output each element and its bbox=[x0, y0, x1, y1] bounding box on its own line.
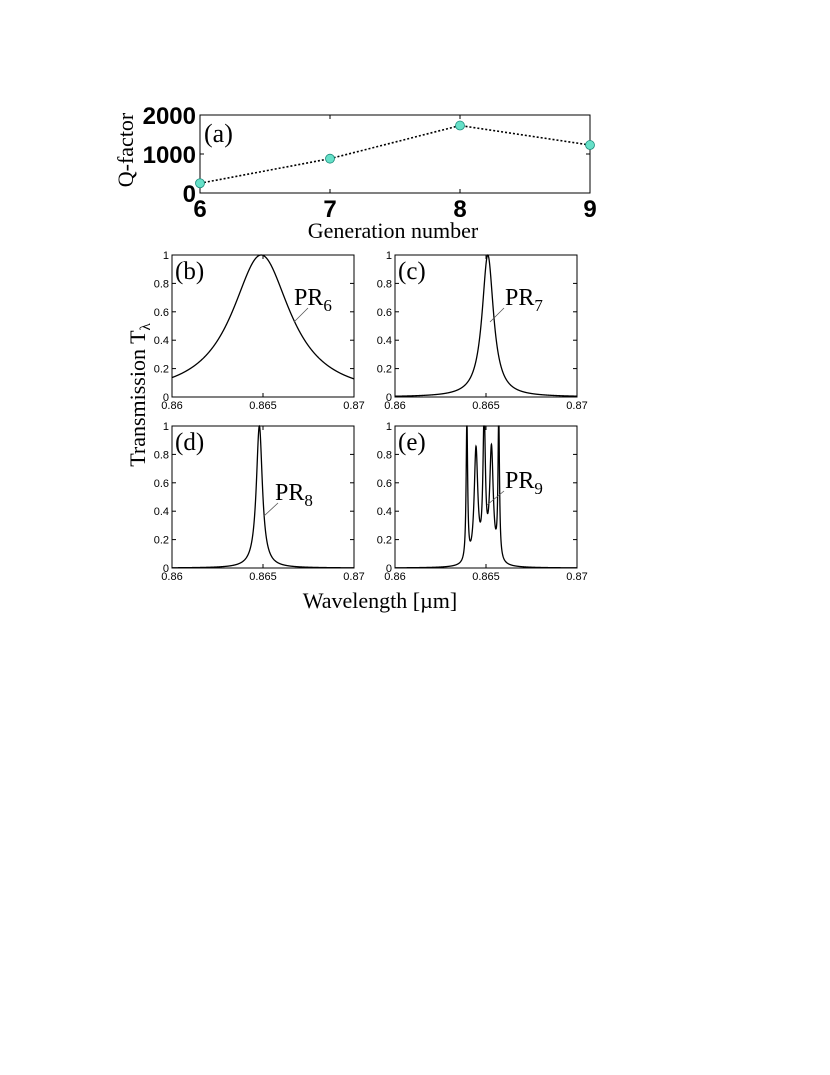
panel-b-ytick-label: 1 bbox=[163, 250, 169, 262]
panel-a-frame bbox=[199, 114, 591, 194]
panel-b-ytick-label: 0 bbox=[163, 392, 169, 404]
panel-c-ytick-label: 0 bbox=[386, 392, 392, 404]
panel-e-xtick-label: 0.86 bbox=[384, 571, 405, 583]
panel-c-annotation-sub: 7 bbox=[534, 296, 543, 315]
panel-c-annotation-pointer bbox=[489, 307, 505, 323]
panel-a-point bbox=[195, 178, 205, 189]
panel-a-label: (a) bbox=[204, 119, 233, 148]
panel-d-annotation-sub: 8 bbox=[304, 491, 313, 510]
panel-a-xlabel: Generation number bbox=[308, 218, 479, 243]
panel-c-curve bbox=[394, 254, 577, 397]
panel-d-annotation: PR8 bbox=[275, 480, 313, 510]
panel-d-ytick-label: 0.4 bbox=[154, 506, 169, 518]
panel-c-xtick-label: 0.87 bbox=[566, 400, 587, 412]
panel-e-ytick-label: 0.2 bbox=[377, 535, 392, 547]
panel-c-ytick-label: 0.4 bbox=[377, 335, 392, 347]
panel-e-annotation-pointer bbox=[486, 490, 505, 506]
panel-d-ytick-label: 0.2 bbox=[154, 535, 169, 547]
panel-a-xtick-label: 9 bbox=[583, 196, 596, 223]
panel-a-xtick-label: 7 bbox=[323, 196, 336, 223]
panel-a-point bbox=[585, 140, 595, 150]
panel-c-ytick-label: 1 bbox=[386, 250, 392, 262]
panel-d-label: (d) bbox=[175, 429, 204, 456]
shared-ylabel-sub: λ bbox=[138, 322, 154, 330]
panel-a-ytick-label: 1000 bbox=[143, 142, 196, 169]
panel-e-ytick-label: 0 bbox=[386, 563, 392, 575]
panel-d-ytick-label: 1 bbox=[163, 421, 169, 433]
panel-c-ytick-label: 0.6 bbox=[377, 307, 392, 319]
panel-b-annotation-base: PR bbox=[294, 285, 323, 311]
panel-d: 0 0.2 0.4 0.6 0.8 1 0.86 0.865 0.87 (d) PR8 bbox=[154, 421, 365, 583]
panel-e-ytick-label: 1 bbox=[386, 421, 392, 433]
panel-c-xtick-label: 0.865 bbox=[472, 400, 500, 412]
panel-e-annotation: PR9 bbox=[505, 468, 543, 498]
panel-b: 0 0.2 0.4 0.6 0.8 1 0.86 0.865 0.87 (b) PR6 bbox=[154, 250, 365, 412]
panel-a-x-ticks: 6 7 8 9 bbox=[193, 115, 597, 223]
panel-a-ytick-label: 0 bbox=[183, 181, 196, 208]
panel-e-annotation-sub: 9 bbox=[534, 479, 543, 498]
panel-b-annotation-sub: 6 bbox=[323, 296, 332, 315]
panel-a: (a) 0 1000 2000 6 7 8 9 Q-factor Generation n… bbox=[113, 103, 597, 243]
panel-c-annotation-base: PR bbox=[505, 285, 534, 311]
panel-d-annotation-base: PR bbox=[275, 480, 304, 506]
panel-c-label: (c) bbox=[398, 258, 426, 285]
panel-d-ytick-label: 0 bbox=[163, 563, 169, 575]
panel-b-annotation: PR6 bbox=[294, 285, 332, 315]
panel-d-xtick-label: 0.865 bbox=[249, 571, 277, 583]
panel-a-series-line bbox=[199, 124, 591, 185]
panel-c-annotation: PR7 bbox=[505, 285, 543, 315]
panel-a-ylabel: Q-factor bbox=[113, 112, 138, 187]
panel-b-label: (b) bbox=[175, 258, 204, 285]
panel-b-annotation-pointer bbox=[293, 307, 309, 323]
panel-b-ytick-label: 0.8 bbox=[154, 278, 169, 290]
panel-e-annotation-base: PR bbox=[505, 468, 534, 494]
panel-a-y-ticks: 0 1000 2000 bbox=[143, 103, 590, 208]
panel-a-xtick-label: 6 bbox=[193, 196, 206, 223]
panel-c-ytick-label: 0.8 bbox=[377, 278, 392, 290]
panel-a-point bbox=[455, 120, 465, 131]
panel-d-annotation-pointer bbox=[263, 502, 279, 517]
panel-b-xtick-label: 0.865 bbox=[249, 400, 277, 412]
panel-e-label: (e) bbox=[398, 429, 426, 456]
panel-b-ytick-label: 0.4 bbox=[154, 335, 169, 347]
shared-xlabel: Wavelength [µm] bbox=[303, 588, 457, 613]
panel-e-ytick-label: 0.8 bbox=[377, 449, 392, 461]
panel-c: 0 0.2 0.4 0.6 0.8 1 0.86 0.865 0.87 (c) PR7 bbox=[377, 250, 588, 412]
panel-a-point bbox=[325, 153, 335, 164]
panel-b-curve bbox=[171, 254, 355, 380]
panel-e-curve bbox=[395, 425, 577, 569]
shared-ylabel: Transmission Tλ bbox=[125, 322, 154, 466]
panel-a-ytick-label: 2000 bbox=[143, 103, 196, 130]
panel-e-xtick-label: 0.865 bbox=[472, 571, 500, 583]
panel-e-xtick-label: 0.87 bbox=[566, 571, 587, 583]
panel-d-ytick-label: 0.8 bbox=[154, 449, 169, 461]
panel-d-ytick-label: 0.6 bbox=[154, 478, 169, 490]
panel-e-ytick-label: 0.4 bbox=[377, 506, 392, 518]
panel-a-xtick-label: 8 bbox=[453, 196, 466, 223]
panel-c-xtick-label: 0.86 bbox=[384, 400, 405, 412]
shared-ylabel-base: Transmission T bbox=[125, 330, 150, 467]
panel-e: 0 0.2 0.4 0.6 0.8 1 0.86 0.865 0.87 (e) PR9 bbox=[377, 421, 588, 583]
panel-e-ytick-label: 0.6 bbox=[377, 478, 392, 490]
panel-b-ytick-label: 0.2 bbox=[154, 364, 169, 376]
panel-b-ytick-label: 0.6 bbox=[154, 307, 169, 319]
panel-b-xtick-label: 0.87 bbox=[343, 400, 364, 412]
panel-d-curve bbox=[172, 424, 354, 569]
panel-b-xtick-label: 0.86 bbox=[161, 400, 182, 412]
panel-d-xtick-label: 0.86 bbox=[161, 571, 182, 583]
panel-d-xtick-label: 0.87 bbox=[343, 571, 364, 583]
panel-a-series bbox=[195, 120, 595, 189]
panel-c-ytick-label: 0.2 bbox=[377, 364, 392, 376]
